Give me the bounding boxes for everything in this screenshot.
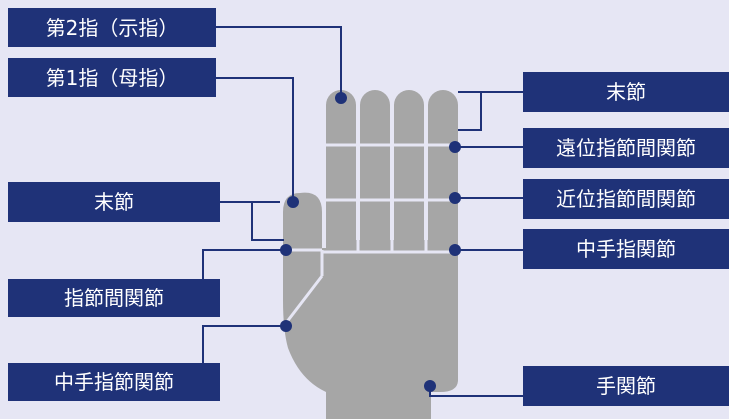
index-finger-shape	[326, 90, 356, 270]
palm-and-thumb-shape	[283, 192, 458, 392]
leader-finger2	[216, 26, 342, 98]
label-thumb-distal-phalanx: 末節	[8, 182, 220, 222]
mp-joint-dot	[449, 244, 461, 256]
hand-silhouette	[283, 90, 458, 419]
label-wrist-joint: 手関節	[523, 366, 729, 406]
wrist-joint-dot	[424, 380, 436, 392]
middle-finger-shape	[360, 90, 390, 270]
joint-dots	[280, 92, 461, 392]
thumb-ip-joint-dot	[280, 244, 292, 256]
thumb-mcp-diagonal-line	[284, 275, 324, 324]
label-mp-joint: 中手指関節	[523, 229, 729, 269]
thumb-mcp-joint-dot	[280, 320, 292, 332]
finger1-dot	[287, 196, 299, 208]
dip-joint-dot	[449, 141, 461, 153]
leader-interphalangeal-joint	[202, 249, 286, 280]
label-distal-phalanx: 末節	[523, 72, 729, 112]
leader-distal-phalanx-bracket	[458, 91, 482, 131]
label-pip-joint: 近位指節間関節	[523, 179, 729, 219]
little-finger-shape	[428, 90, 458, 270]
finger2-dot	[335, 92, 347, 104]
label-finger1: 第1指（母指）	[8, 58, 216, 97]
label-thumb-mcp-joint: 中手指節関節	[8, 363, 220, 401]
leader-finger1	[216, 77, 294, 202]
leader-thumb-distal-phalanx	[220, 201, 284, 241]
ring-finger-shape	[394, 90, 424, 270]
pip-joint-dot	[449, 192, 461, 204]
leader-lines	[202, 26, 528, 397]
label-dip-joint: 遠位指節間関節	[523, 128, 729, 168]
leader-thumb-mcp-joint	[202, 325, 286, 365]
label-finger2: 第2指（示指）	[8, 8, 216, 47]
label-interphalangeal-joint: 指節間関節	[8, 279, 220, 317]
